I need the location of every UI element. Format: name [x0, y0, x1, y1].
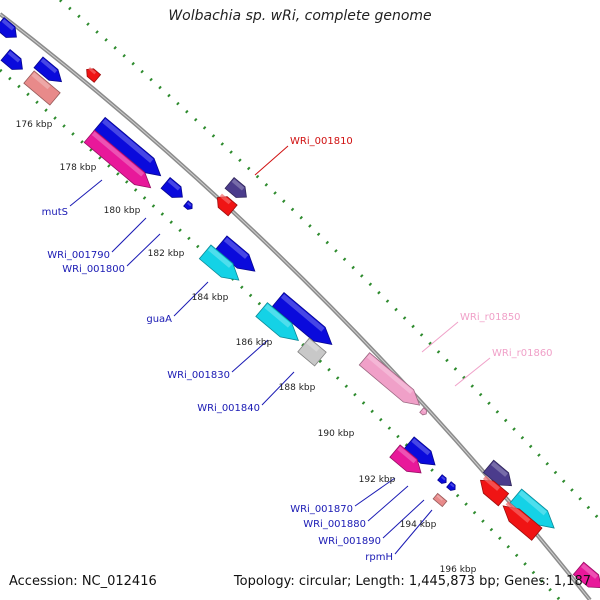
leader-line [454, 357, 491, 387]
kbp-label: 186 kbp [236, 338, 273, 348]
gene-wri-r01850[interactable] [358, 352, 424, 412]
gene-wri-r01860[interactable] [419, 407, 428, 416]
gene-arrow-left-1[interactable] [0, 49, 27, 75]
kbp-label: 178 kbp [60, 163, 97, 173]
leader-line [69, 179, 103, 207]
gene-red-right-1[interactable] [475, 474, 510, 507]
gene-label[interactable]: WRi_001840 [197, 403, 260, 414]
kbp-label: 194 kbp [400, 520, 437, 530]
gene-mutS[interactable] [83, 129, 156, 194]
leader-line [111, 217, 147, 253]
leader-line [421, 321, 459, 353]
gene-wri001810[interactable] [213, 192, 238, 217]
gene-arrow-top-left[interactable] [0, 17, 21, 43]
gene-arrow-red-small[interactable] [83, 66, 102, 83]
gene-label[interactable]: WRi_r01850 [460, 312, 521, 323]
gene-wri001870[interactable] [389, 444, 426, 479]
leader-line [126, 233, 161, 267]
gene-label[interactable]: guaA [146, 314, 172, 325]
leader-line [367, 485, 409, 522]
gene-red-right-2[interactable] [498, 500, 543, 541]
gene-label[interactable]: WRi_001830 [167, 370, 230, 381]
gene-label[interactable]: WRi_001890 [318, 536, 381, 547]
gene-guaA[interactable] [198, 244, 244, 287]
gene-wri001840[interactable] [297, 337, 327, 367]
gene-wri001870-upper[interactable] [403, 436, 440, 471]
gene-wri001830[interactable] [255, 302, 304, 348]
gene-wri001830-upper[interactable] [271, 292, 337, 352]
kbp-label: 192 kbp [359, 475, 396, 485]
gene-wri001880-b[interactable] [446, 481, 458, 493]
gene-label[interactable]: WRi_001870 [290, 504, 353, 515]
gene-arrow-left-2[interactable] [33, 56, 66, 87]
gene-magenta-bottom-right[interactable] [572, 561, 600, 594]
genome-summary-text: Topology: circular; Length: 1,445,873 bp… [233, 574, 591, 589]
gene-rpmH[interactable] [432, 492, 448, 508]
tick-ring-1 [59, 0, 600, 522]
kbp-label: 190 kbp [318, 429, 355, 439]
accession-text: Accession: NC_012416 [9, 574, 157, 589]
gene-label[interactable]: WRi_001790 [47, 250, 110, 261]
gene-label[interactable]: mutS [42, 207, 68, 218]
kbp-label: 182 kbp [148, 249, 185, 259]
leader-line [173, 281, 209, 317]
gene-arrow-wri001790[interactable] [160, 177, 187, 203]
kbp-label: 196 kbp [440, 565, 477, 575]
leader-line [354, 477, 396, 507]
map-labels: 176 kbp 178 kbp 180 kbp 182 kbp 184 kbp 186 k… [16, 120, 553, 575]
leader-line [231, 339, 269, 373]
gene-features[interactable] [0, 17, 600, 594]
gene-block-salmon[interactable] [23, 70, 61, 106]
gene-label[interactable]: WRi_r01860 [492, 348, 553, 359]
gene-navy-right[interactable] [482, 459, 516, 492]
gene-guaA-upper[interactable] [214, 235, 260, 278]
leader-line [254, 145, 289, 176]
gene-label[interactable]: WRi_001880 [303, 519, 366, 530]
gene-arrow-wri001800[interactable] [183, 200, 195, 212]
leader-line [261, 371, 295, 406]
gene-label[interactable]: WRi_001810 [290, 136, 353, 147]
leader-line [394, 509, 433, 555]
gene-cyan-right[interactable] [509, 488, 560, 535]
gene-mutS-upper[interactable] [93, 116, 167, 182]
label-leader-lines [69, 145, 491, 555]
kbp-label: 184 kbp [192, 293, 229, 303]
kbp-label: 188 kbp [279, 383, 316, 393]
kbp-label: 176 kbp [16, 120, 53, 130]
genome-title: Wolbachia sp. wRi, complete genome [168, 8, 432, 24]
kbp-label: 180 kbp [104, 206, 141, 216]
gene-arrow-wri001810-navy[interactable] [224, 177, 251, 203]
leader-line [382, 499, 425, 539]
gene-label[interactable]: WRi_001800 [62, 264, 125, 275]
gene-label[interactable]: rpmH [365, 552, 393, 563]
gene-wri001880-a[interactable] [437, 474, 449, 486]
